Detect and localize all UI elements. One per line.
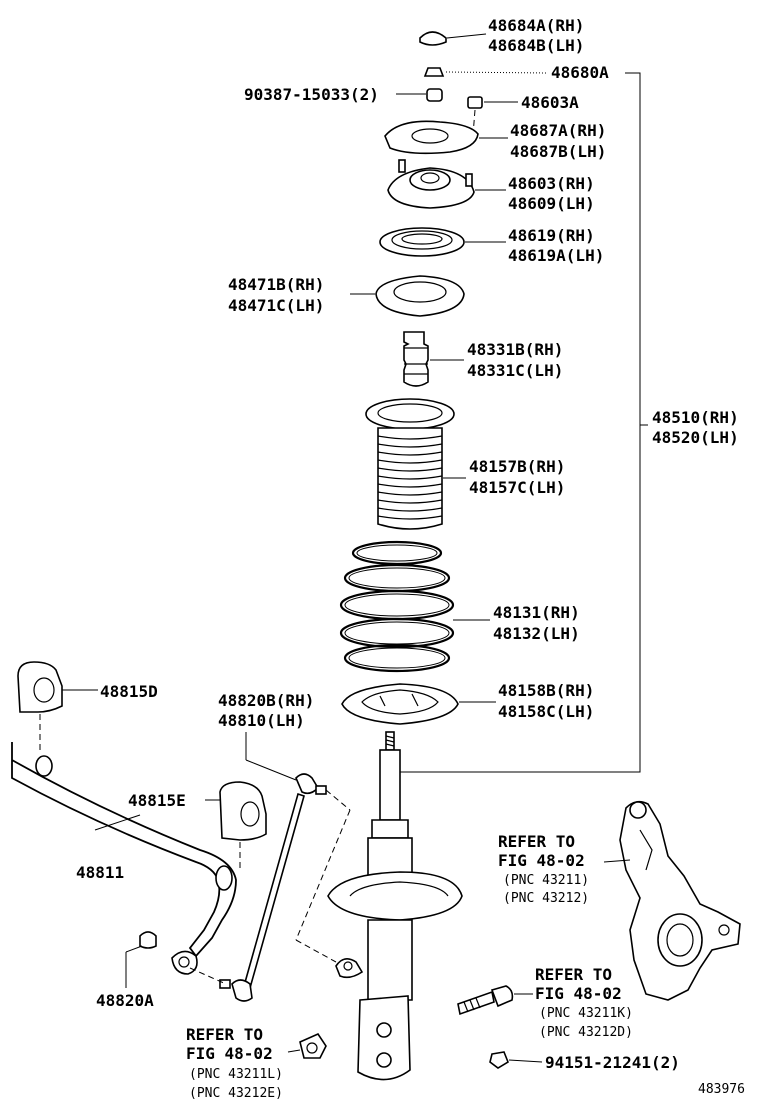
assembly-bracket-48510 (400, 72, 648, 773)
part-steering-knuckle[interactable] (603, 800, 741, 1001)
part-strut-bolt[interactable] (457, 985, 533, 1016)
label-48820b: 48820B(RH) (218, 691, 314, 710)
part-bearing-48619[interactable] (379, 227, 506, 257)
label-94151: 94151-21241(2) (545, 1053, 680, 1072)
ref-bolt-line1: REFER TO (535, 965, 612, 984)
label-48158b: 48158B(RH) (498, 681, 594, 700)
ref-bolt-line2: FIG 48-02 (535, 984, 622, 1003)
label-48603: 48603(RH) (508, 174, 595, 193)
part-stabilizer-bar-48811[interactable] (11, 742, 237, 975)
ref-knuckle-line3: (PNC 43211) (503, 873, 589, 888)
label-48603a: 48603A (521, 93, 579, 112)
part-bushing-48815d[interactable] (17, 661, 98, 752)
label-48331c: 48331C(LH) (467, 361, 563, 380)
label-48815d: 48815D (100, 682, 158, 701)
ref-bolt-line3: (PNC 43211K) (539, 1006, 633, 1021)
ref-nut-line2: FIG 48-02 (186, 1044, 273, 1063)
ref-nut-line3: (PNC 43211L) (189, 1067, 283, 1082)
label-48471c: 48471C(LH) (228, 296, 324, 315)
part-dust-cap-48684[interactable] (419, 31, 487, 46)
label-48157b: 48157B(RH) (469, 457, 565, 476)
figure-id: 483976 (698, 1082, 745, 1097)
label-48158c: 48158C(LH) (498, 702, 594, 721)
ref-bolt-line4: (PNC 43212D) (539, 1025, 633, 1040)
ref-note-bolt[interactable]: REFER TO FIG 48-02 (PNC 43211K) (PNC 432… (535, 965, 633, 1040)
label-48687a: 48687A(RH) (510, 121, 606, 140)
label-48687b: 48687B(LH) (510, 142, 606, 161)
part-bump-stopper-48331[interactable] (403, 331, 464, 387)
label-48811: 48811 (76, 863, 124, 882)
labels: 48684A(RH) 48684B(LH) 48680A 90387-15033… (76, 16, 739, 1072)
part-upper-mount-48603[interactable] (387, 159, 506, 209)
ref-note-knuckle[interactable]: REFER TO FIG 48-02 (PNC 43211) (PNC 4321… (498, 832, 589, 906)
label-48510: 48510(RH) (652, 408, 739, 427)
part-bushing-90387[interactable] (396, 88, 443, 102)
part-nut-48820a[interactable] (125, 931, 157, 988)
part-nut-94151[interactable] (489, 1051, 543, 1069)
part-bushing-48815e[interactable] (205, 781, 267, 868)
ref-knuckle-line2: FIG 48-02 (498, 851, 585, 870)
part-nut-refer-lower[interactable] (287, 1032, 327, 1059)
label-48810: 48810(LH) (218, 711, 305, 730)
label-48471b: 48471B(RH) (228, 275, 324, 294)
part-nut-48603a[interactable] (467, 96, 518, 136)
label-48820a: 48820A (96, 991, 154, 1010)
label-48131: 48131(RH) (493, 603, 580, 622)
part-insulator-48471[interactable] (350, 275, 465, 317)
label-48609: 48609(LH) (508, 194, 595, 213)
label-48619a: 48619A(LH) (508, 246, 604, 265)
label-48331b: 48331B(RH) (467, 340, 563, 359)
label-48684b: 48684B(LH) (488, 36, 584, 55)
label-48680a: 48680A (551, 63, 609, 82)
part-dust-boot-48157[interactable] (365, 398, 466, 530)
ref-knuckle-line4: (PNC 43212) (503, 891, 589, 906)
label-48520: 48520(LH) (652, 428, 739, 447)
part-mount-plate-48687[interactable] (384, 120, 508, 155)
label-48619: 48619(RH) (508, 226, 595, 245)
label-48815e: 48815E (128, 791, 186, 810)
ref-knuckle-line1: REFER TO (498, 832, 575, 851)
label-90387: 90387-15033(2) (244, 85, 379, 104)
ref-note-nut[interactable]: REFER TO FIG 48-02 (PNC 43211L) (PNC 432… (186, 1025, 283, 1101)
ref-nut-line1: REFER TO (186, 1025, 263, 1044)
part-nut-48680a[interactable] (423, 67, 549, 77)
label-48684a: 48684A(RH) (488, 16, 584, 35)
part-stabilizer-link-48820b[interactable] (189, 732, 351, 1002)
part-shock-absorber-48510[interactable] (327, 731, 463, 1081)
ref-nut-line4: (PNC 43212E) (189, 1086, 283, 1101)
label-48157c: 48157C(LH) (469, 478, 565, 497)
label-48132: 48132(LH) (493, 624, 580, 643)
part-lower-insulator-48158[interactable] (341, 683, 496, 725)
part-coil-spring-48131[interactable] (339, 540, 490, 673)
